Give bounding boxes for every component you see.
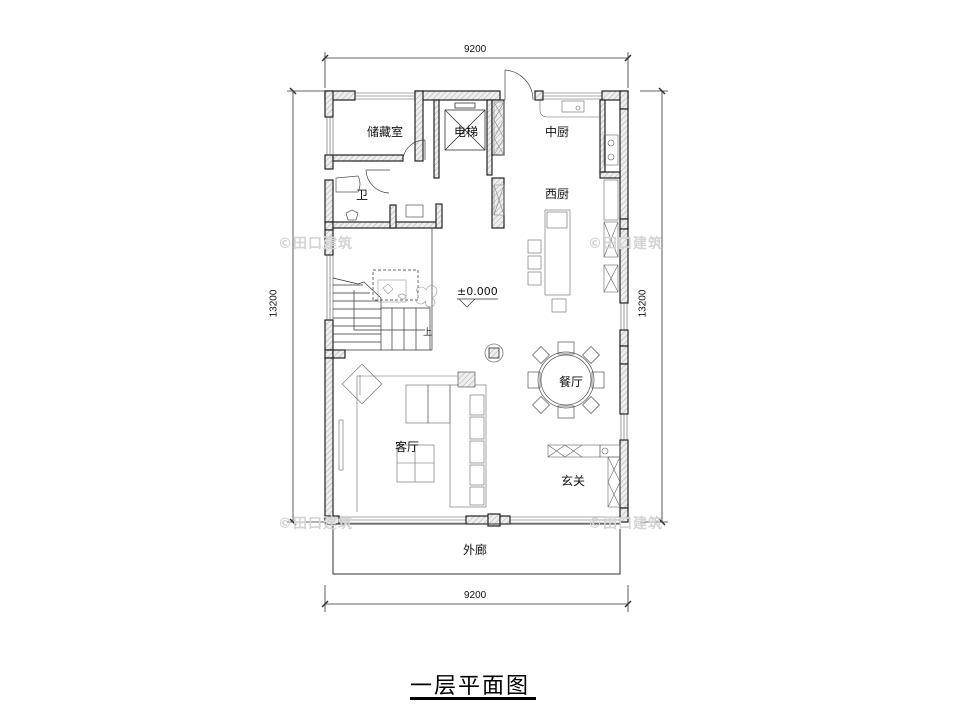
walls (324, 90, 629, 527)
room-label-entrance: 玄关 (561, 474, 586, 488)
stair-up-label: 上 (423, 328, 433, 338)
dining-table (527, 341, 605, 419)
kitchen-counters (527, 100, 619, 313)
watermark: ©田口建筑 (588, 236, 663, 252)
staircase (332, 228, 433, 351)
room-label-western-kitchen: 西厨 (545, 187, 570, 201)
room-label-bathroom: 卫 (356, 188, 369, 202)
living-room-furniture (338, 363, 621, 512)
doors (365, 69, 534, 194)
outer-corridor-outline (332, 523, 621, 575)
room-label-outer-corridor: 外廊 (463, 543, 488, 557)
drawing-title: 一层平面图 (410, 674, 531, 699)
elevator-shaft (444, 102, 486, 151)
elevation-mark: ±0.000 (457, 285, 498, 298)
room-label-elevator: 电梯 (454, 125, 479, 139)
column (484, 343, 504, 363)
watermark: ©田口建筑 (278, 236, 353, 252)
watermark: ©田口建筑 (588, 516, 663, 532)
elevation-marker-symbol (457, 298, 498, 308)
room-label-storage: 储藏室 (367, 125, 404, 139)
windows (326, 92, 628, 524)
dimension-left: 13200 (268, 289, 280, 318)
dimension-right: 13200 (637, 289, 649, 318)
plant-decoration (377, 279, 438, 308)
dimension-top: 9200 (464, 44, 487, 55)
dimension-bottom: 9200 (464, 590, 487, 601)
dimension-lines (287, 52, 668, 612)
room-label-dining: 餐厅 (559, 375, 584, 389)
title-underline (410, 697, 536, 700)
bathroom-fixtures (335, 175, 424, 221)
shelving (493, 101, 505, 216)
room-label-middle-kitchen: 中厨 (545, 125, 570, 139)
room-label-living: 客厅 (395, 440, 420, 454)
watermark: ©田口建筑 (278, 516, 353, 532)
